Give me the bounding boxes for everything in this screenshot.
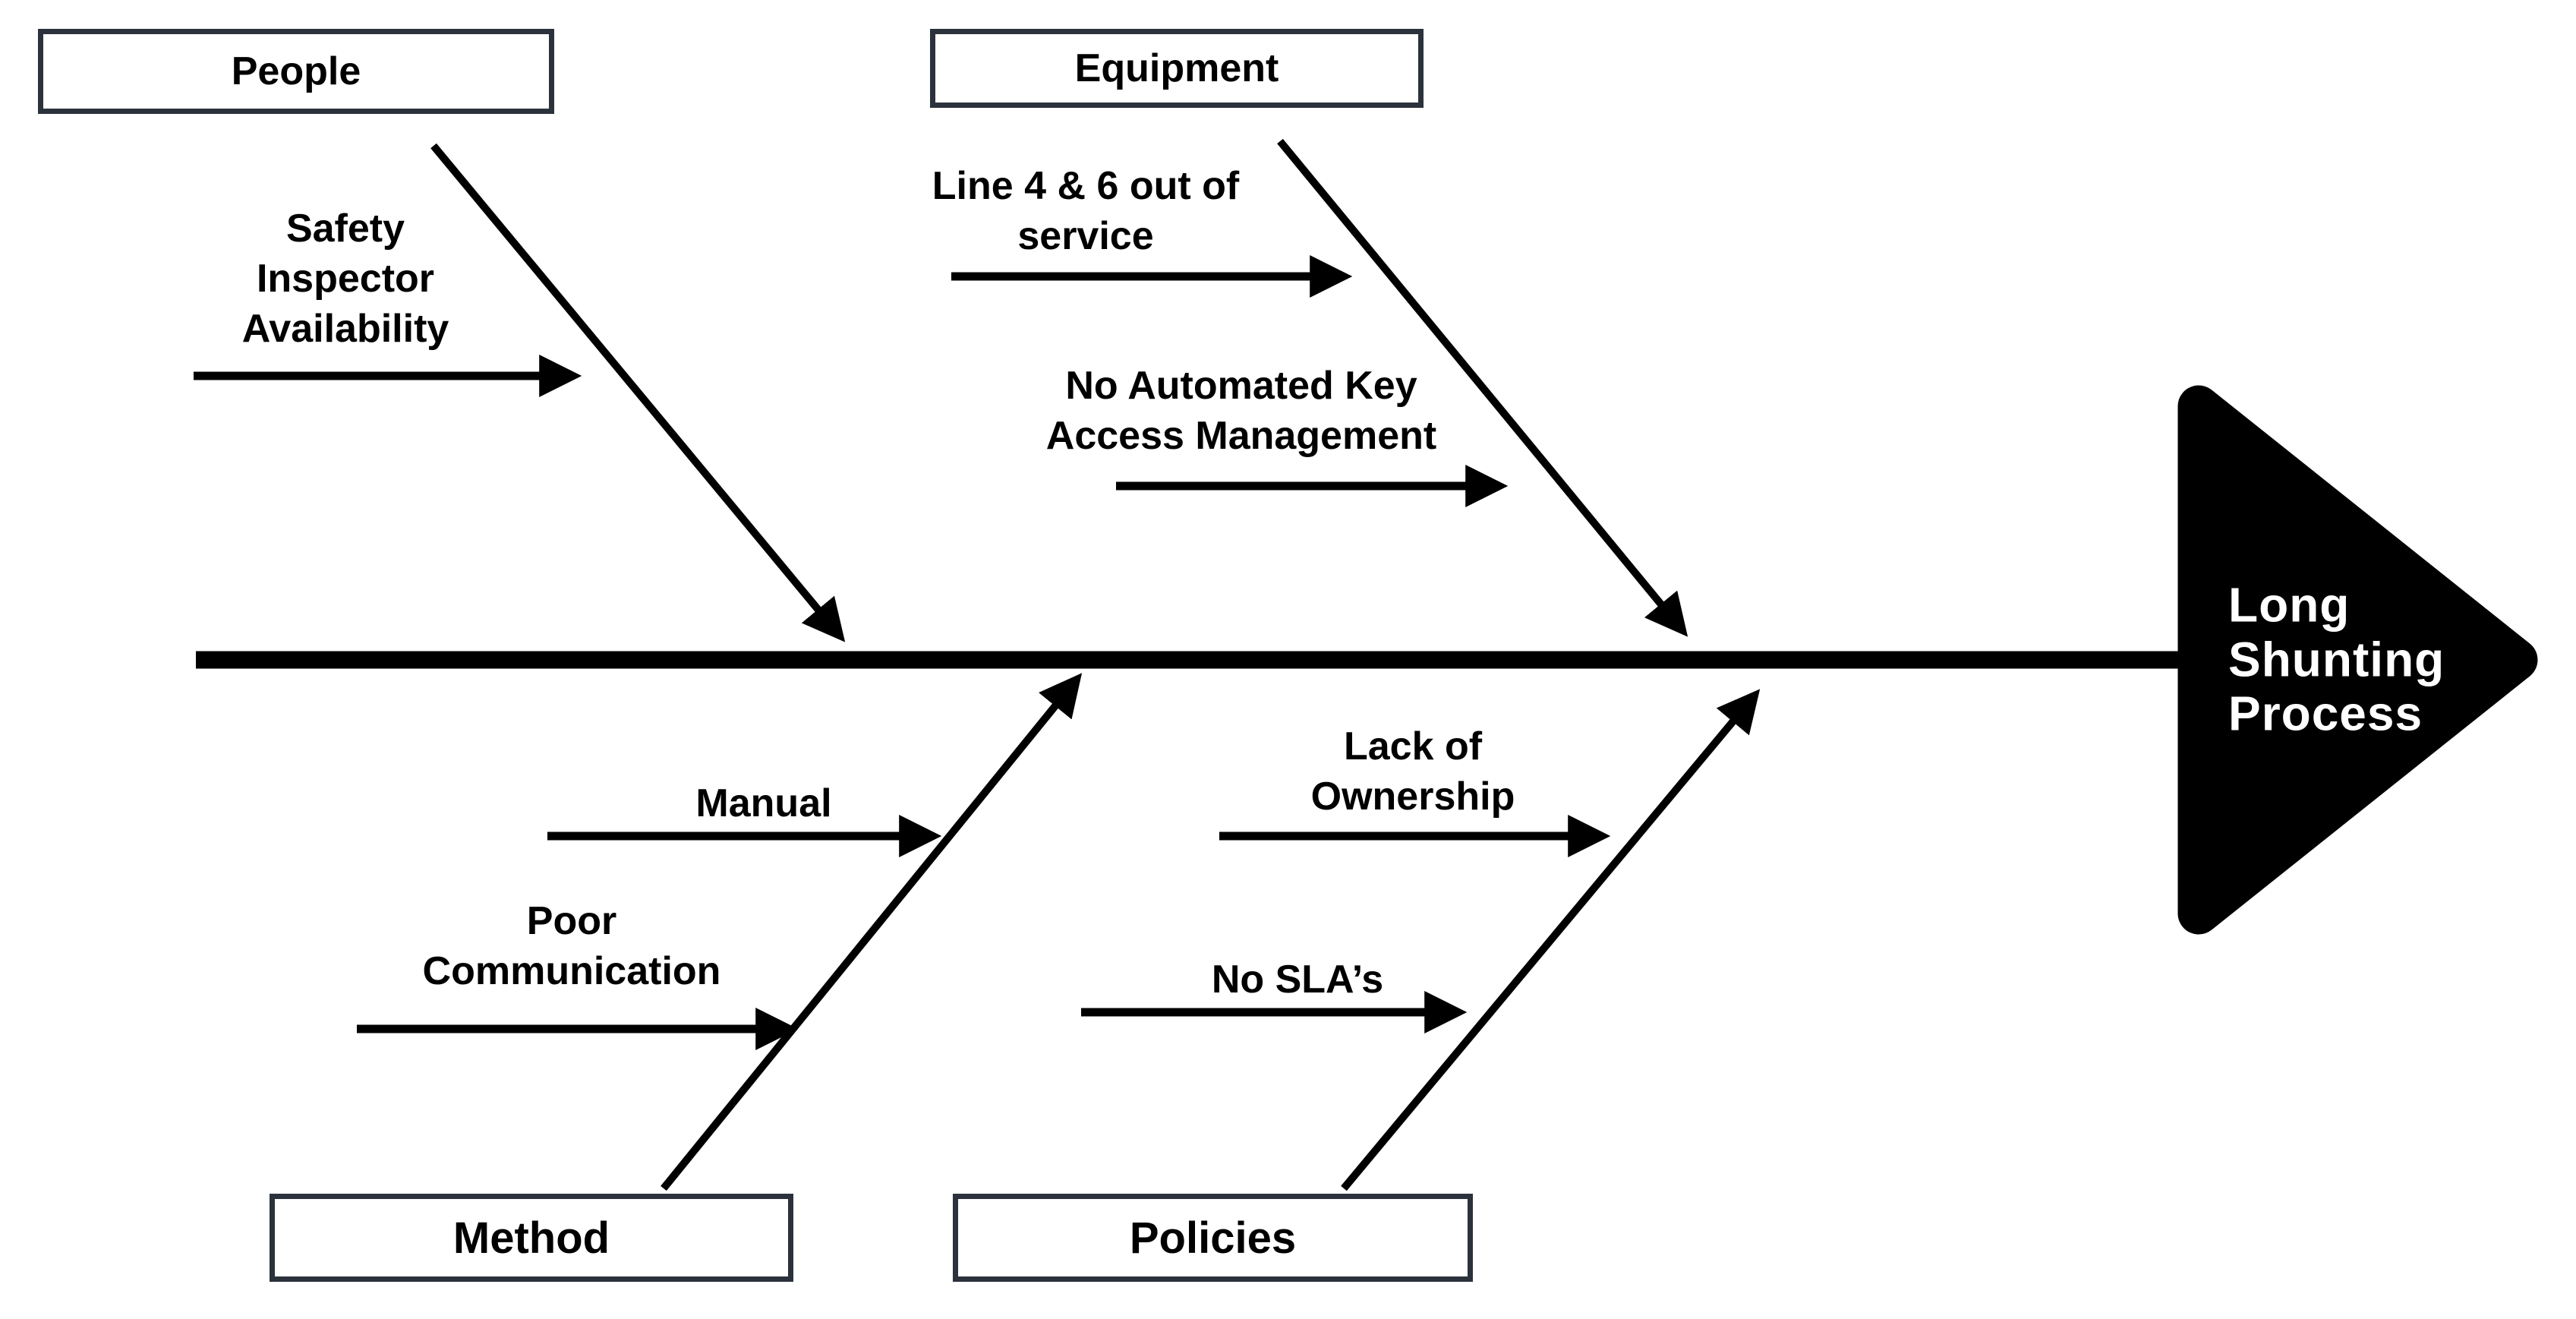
category-box-people-label: People — [231, 49, 361, 93]
category-box-equipment-label: Equipment — [1074, 46, 1279, 90]
equipment-bone — [1277, 138, 1688, 637]
category-box-policies-label: Policies — [1129, 1213, 1297, 1263]
category-box-people: People — [38, 29, 554, 114]
category-box-policies: Policies — [953, 1194, 1473, 1282]
category-box-method-label: Method — [452, 1213, 610, 1263]
method-bone — [661, 673, 1083, 1191]
effect-arrowhead — [2177, 385, 2538, 935]
cause-label-lack-of-ownership: Lack of Ownership — [1310, 724, 1515, 819]
cause-label-safety-inspector-availability: Safety Inspector Availability — [241, 206, 449, 352]
effect-label-long-shunting-process: Long Shunting Process — [2228, 577, 2445, 741]
cause-label-manual: Manual — [695, 781, 832, 825]
category-box-method: Method — [270, 1194, 793, 1282]
category-box-equipment: Equipment — [930, 29, 1424, 108]
cause-label-no-slas: No SLA’s — [1211, 957, 1384, 1002]
cause-label-line-4-6-out-of-service: Line 4 & 6 out of service — [932, 163, 1240, 258]
policies-bone — [1341, 689, 1761, 1191]
people-bone — [430, 143, 846, 642]
cause-label-poor-communication: Poor Communication — [422, 898, 721, 993]
cause-label-no-automated-key-access: No Automated Key Access Management — [1045, 363, 1437, 458]
